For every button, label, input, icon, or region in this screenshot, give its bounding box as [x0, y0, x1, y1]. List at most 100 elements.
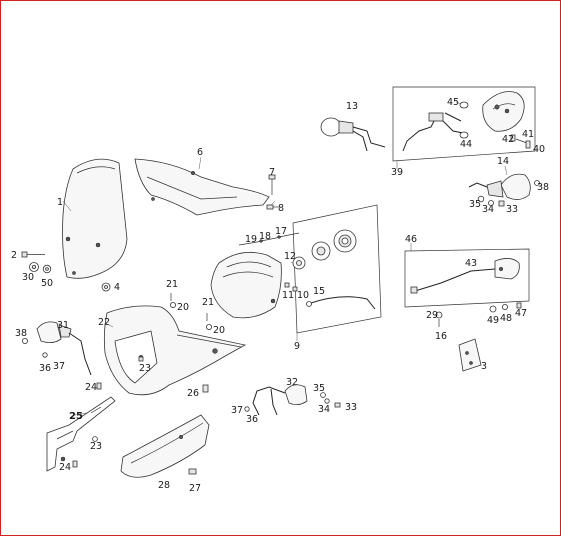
label-35a: 35: [469, 199, 481, 210]
group-box-39: [392, 86, 536, 169]
label-38a: 38: [537, 182, 549, 193]
label-43: 43: [465, 258, 477, 269]
part-hardware-49-48-47: [489, 302, 522, 313]
part-rear-light-43: [410, 258, 520, 294]
label-44: 44: [460, 139, 472, 150]
label-31: 31: [57, 320, 69, 331]
label-41: 41: [522, 129, 534, 140]
part-hardware-35-34-33-a: [477, 195, 505, 207]
part-washer-30: [29, 262, 39, 272]
label-1: 1: [57, 197, 63, 208]
label-2: 2: [11, 250, 17, 261]
label-7: 7: [269, 167, 275, 178]
group-box-46: [404, 248, 530, 308]
part-screws-24-23-b: [72, 382, 102, 468]
label-33a: 33: [506, 204, 518, 215]
part-bulb-44: [459, 131, 469, 139]
label-11: 11: [282, 290, 294, 301]
part-screw-8: [266, 204, 279, 210]
part-upper-fairing-bracket: [134, 158, 270, 216]
label-46: 46: [405, 234, 417, 245]
label-49: 49: [487, 315, 499, 326]
label-6: 6: [197, 147, 203, 158]
label-15: 15: [313, 286, 325, 297]
part-socket: [311, 229, 357, 261]
label-24b: 24: [59, 462, 71, 473]
label-4: 4: [114, 282, 120, 293]
label-28: 28: [158, 480, 170, 491]
part-wiring-39: [402, 112, 464, 152]
label-37a: 37: [53, 361, 65, 372]
part-indicator-31: [21, 321, 92, 376]
label-29: 29: [426, 310, 438, 321]
part-bolt-2: [21, 251, 45, 258]
label-32: 32: [286, 377, 298, 388]
label-26: 26: [187, 388, 199, 399]
label-13: 13: [346, 101, 358, 112]
part-indicator-14: [468, 173, 540, 200]
label-23b: 23: [90, 441, 102, 452]
label-39: 39: [391, 167, 403, 178]
part-screw-42-41-40: [510, 134, 531, 149]
part-bulb-45: [459, 101, 469, 109]
label-22: 22: [98, 317, 110, 328]
part-headlight: [210, 251, 282, 319]
label-47: 47: [515, 308, 527, 319]
part-windscreen: [62, 158, 128, 279]
label-9: 9: [294, 341, 300, 352]
group-box-9: [292, 204, 382, 341]
label-19: 19: [245, 234, 257, 245]
part-bulb-holder-13: [320, 117, 386, 152]
label-12: 12: [284, 251, 296, 262]
part-lower-bracket-25: [46, 396, 116, 472]
label-18: 18: [259, 231, 271, 242]
label-17: 17: [275, 226, 287, 237]
label-35b: 35: [313, 383, 325, 394]
part-clip-29-16: [435, 311, 443, 327]
part-clip-27: [188, 468, 197, 475]
label-21a: 21: [166, 279, 178, 290]
label-34b: 34: [318, 404, 330, 415]
label-37b: 37: [231, 405, 243, 416]
label-21b: 21: [202, 297, 214, 308]
part-screws-21-20-a: [169, 293, 176, 308]
label-20b: 20: [213, 325, 225, 336]
label-27: 27: [189, 483, 201, 494]
label-34a: 34: [482, 204, 494, 215]
label-45: 45: [447, 97, 459, 108]
label-50: 50: [41, 278, 53, 289]
label-8: 8: [278, 203, 284, 214]
label-25: 25: [69, 411, 83, 422]
label-14: 14: [497, 156, 509, 167]
part-screw-23-a: [138, 356, 144, 362]
label-20a: 20: [177, 302, 189, 313]
label-3: 3: [481, 361, 487, 372]
part-turn-signal-lens: [482, 91, 525, 132]
part-screw-26: [202, 384, 209, 393]
part-front-fairing-22: [103, 305, 247, 396]
label-10: 10: [297, 290, 309, 301]
part-indicator-32: [244, 384, 308, 416]
part-lower-fairing-28: [120, 414, 210, 478]
part-screw-7: [268, 174, 276, 195]
part-screws-11-10: [284, 282, 298, 292]
label-36a: 36: [39, 363, 51, 374]
label-24a: 24: [85, 382, 97, 393]
part-bracket-3: [458, 338, 482, 372]
label-42: 42: [502, 134, 514, 145]
part-hardware-35-34-33-b: [320, 392, 341, 408]
label-48: 48: [500, 313, 512, 324]
label-38b: 38: [15, 328, 27, 339]
part-wire-15: [306, 296, 376, 310]
leader-lines: [62, 101, 508, 416]
part-grommet-4: [101, 282, 111, 292]
part-nut-50: [42, 264, 52, 274]
label-40: 40: [533, 144, 545, 155]
label-36b: 36: [246, 414, 258, 425]
label-16: 16: [435, 331, 447, 342]
label-30: 30: [22, 272, 34, 283]
label-33b: 33: [345, 402, 357, 413]
callouts: 1 2 30 50 4 6 7 8 13 45 42 41 40 44 39 1…: [11, 97, 549, 494]
